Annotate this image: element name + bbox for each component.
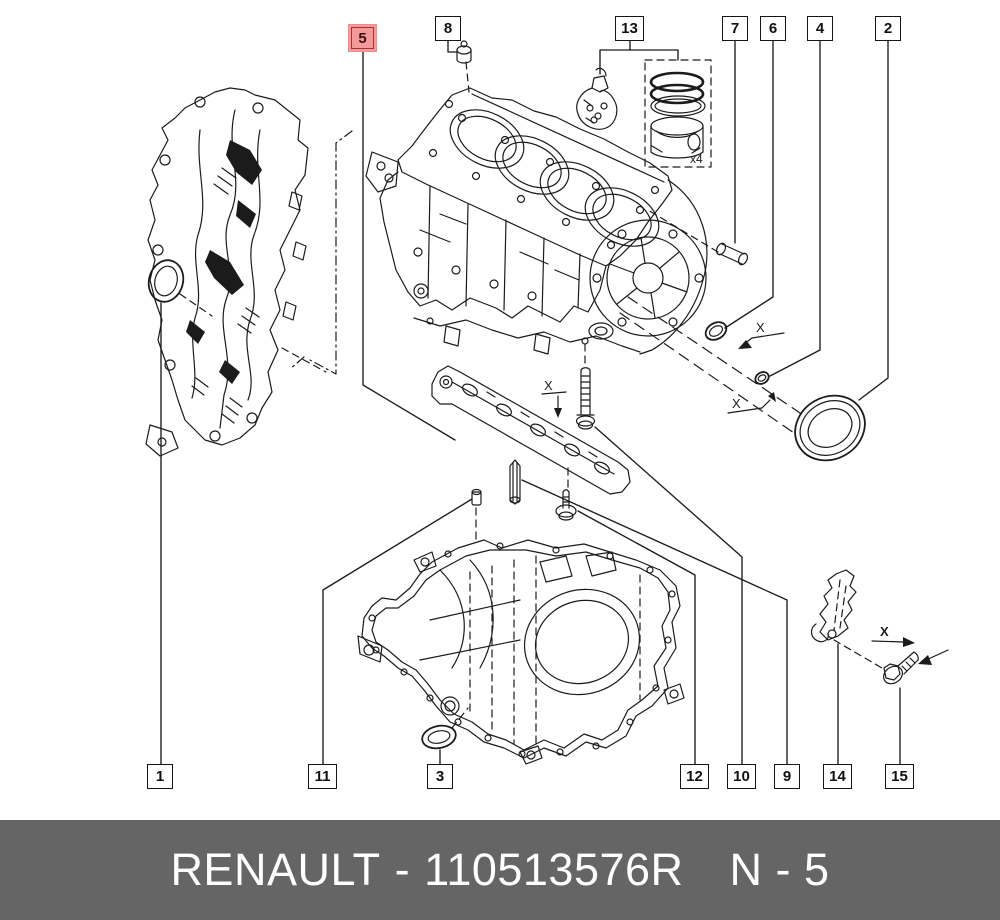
bedplate-drawing <box>431 365 631 495</box>
callout-5[interactable]: 5 <box>348 24 377 52</box>
engine-block-drawing <box>365 87 708 355</box>
callout-5-label: 5 <box>358 29 367 47</box>
piston-quantity-label: x4 <box>690 152 703 166</box>
callout-10-label: 10 <box>733 768 750 785</box>
crankshaft-seal-drawing <box>794 394 866 462</box>
callout-2[interactable]: 2 <box>875 16 901 41</box>
callout-4[interactable]: 4 <box>807 16 833 41</box>
timing-cover-drawing <box>145 87 309 457</box>
callout-12-label: 12 <box>686 768 703 785</box>
callout-15[interactable]: 15 <box>885 764 914 789</box>
callout-11-label: 11 <box>314 768 331 785</box>
callout-13[interactable]: 13 <box>615 16 644 41</box>
callout-7-label: 7 <box>730 20 740 37</box>
callout-8[interactable]: 8 <box>435 16 461 41</box>
leader-lines <box>160 39 901 765</box>
callout-10[interactable]: 10 <box>727 764 756 789</box>
piston-drawing <box>650 116 704 159</box>
plug-8-drawing <box>456 40 472 64</box>
callout-8-label: 8 <box>443 20 453 37</box>
callout-9-label: 9 <box>782 768 792 785</box>
callout-6[interactable]: 6 <box>760 16 786 41</box>
timing-cover-seal-drawing <box>147 259 185 303</box>
x-mark-axis-upper: X <box>756 320 765 335</box>
x-mark-axis-lower: X <box>732 396 741 411</box>
orientation-marks: X X X X <box>541 320 949 665</box>
callout-7[interactable]: 7 <box>722 16 748 41</box>
piston-rings-drawing <box>649 71 706 117</box>
dowel-drawing <box>471 488 482 506</box>
screw-drawing <box>555 489 577 521</box>
callout-3-label: 3 <box>435 768 445 785</box>
callout-1[interactable]: 1 <box>147 764 173 789</box>
callout-14-label: 14 <box>829 768 846 785</box>
pin-drawing <box>509 459 521 505</box>
oil-jet-drawing <box>576 67 618 130</box>
axis-lines <box>179 61 883 729</box>
callout-6-label: 6 <box>768 20 778 37</box>
x-mark-bolt: X <box>880 624 889 639</box>
ring-4-drawing <box>754 371 770 385</box>
bracket-drawing <box>810 569 857 643</box>
callout-4-label: 4 <box>815 20 825 37</box>
callout-11[interactable]: 11 <box>308 764 337 789</box>
callout-13-label: 13 <box>621 20 638 37</box>
oil-pan-seal-drawing <box>421 724 457 750</box>
callout-3[interactable]: 3 <box>427 764 453 789</box>
callout-1-label: 1 <box>155 768 165 785</box>
x-mark-stud: X <box>544 378 553 393</box>
callout-12[interactable]: 12 <box>680 764 709 789</box>
stud-drawing <box>575 367 596 430</box>
piston-kit-box: x4 <box>644 59 712 168</box>
exploded-view-drawing: X X X X <box>145 39 949 765</box>
footer-separator: - <box>394 844 411 895</box>
footer-part-number: 110513576R <box>424 844 684 895</box>
footer-page-code: N - 5 <box>729 844 830 895</box>
footer-brand: RENAULT <box>170 844 381 895</box>
footer-bar: RENAULT - 110513576R N - 5 <box>0 820 1000 920</box>
callout-15-label: 15 <box>891 768 908 785</box>
callout-14[interactable]: 14 <box>823 764 852 789</box>
callout-2-label: 2 <box>883 20 893 37</box>
oil-pan-drawing <box>357 539 685 765</box>
seal-ring-6-drawing <box>704 321 728 341</box>
plug-7-drawing <box>715 242 749 266</box>
callout-9[interactable]: 9 <box>774 764 800 789</box>
bolt-drawing <box>883 651 919 685</box>
